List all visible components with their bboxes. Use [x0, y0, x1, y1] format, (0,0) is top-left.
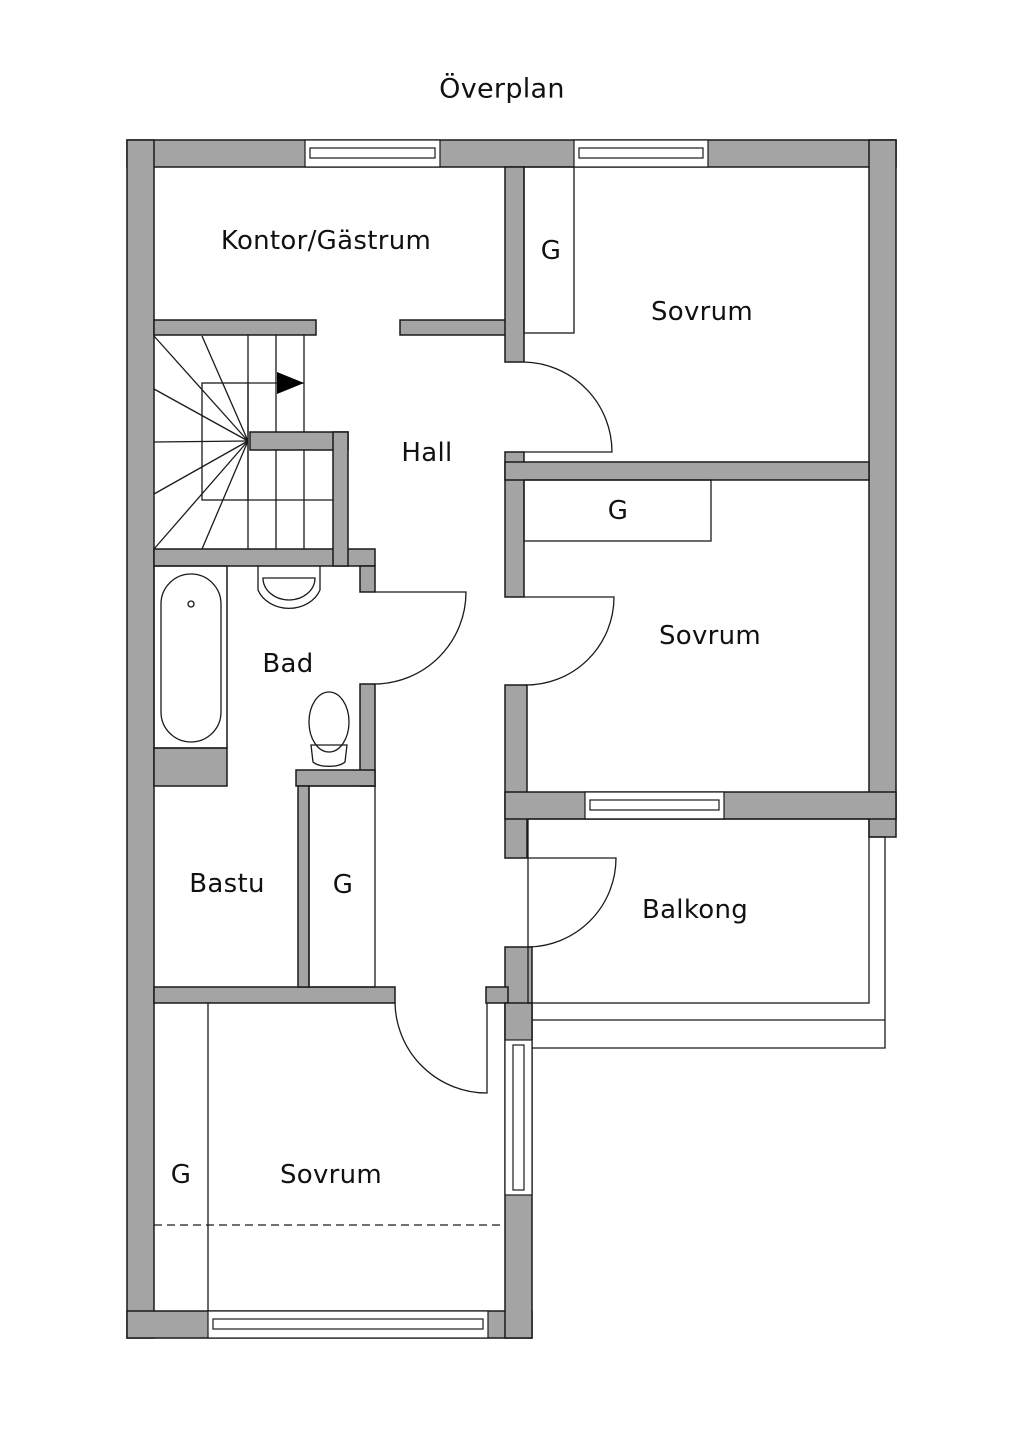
- plan-title: Överplan: [439, 73, 565, 105]
- room-label-balkong: Balkong: [641, 895, 749, 925]
- closet-label: G: [332, 870, 354, 900]
- room-label-bad: Bad: [262, 649, 314, 679]
- room-label-bastu: Bastu: [189, 869, 265, 899]
- room-label-sovrum: Sovrum: [650, 297, 754, 327]
- room-label-sovrum: Sovrum: [279, 1160, 383, 1190]
- room-label-sovrum: Sovrum: [658, 621, 762, 651]
- doors: [374, 361, 617, 1094]
- fixtures: [153, 166, 886, 1311]
- stairs: [153, 335, 333, 550]
- room-label-kontor: Kontor/Gästrum: [220, 226, 432, 256]
- stair-direction-arrow-icon: [277, 372, 304, 394]
- closet-label: G: [170, 1160, 192, 1190]
- room-label-hall: Hall: [401, 438, 453, 468]
- closet-label: G: [540, 236, 562, 266]
- walls: [126, 139, 897, 1339]
- closet-label: G: [607, 496, 629, 526]
- windows: [207, 139, 725, 1339]
